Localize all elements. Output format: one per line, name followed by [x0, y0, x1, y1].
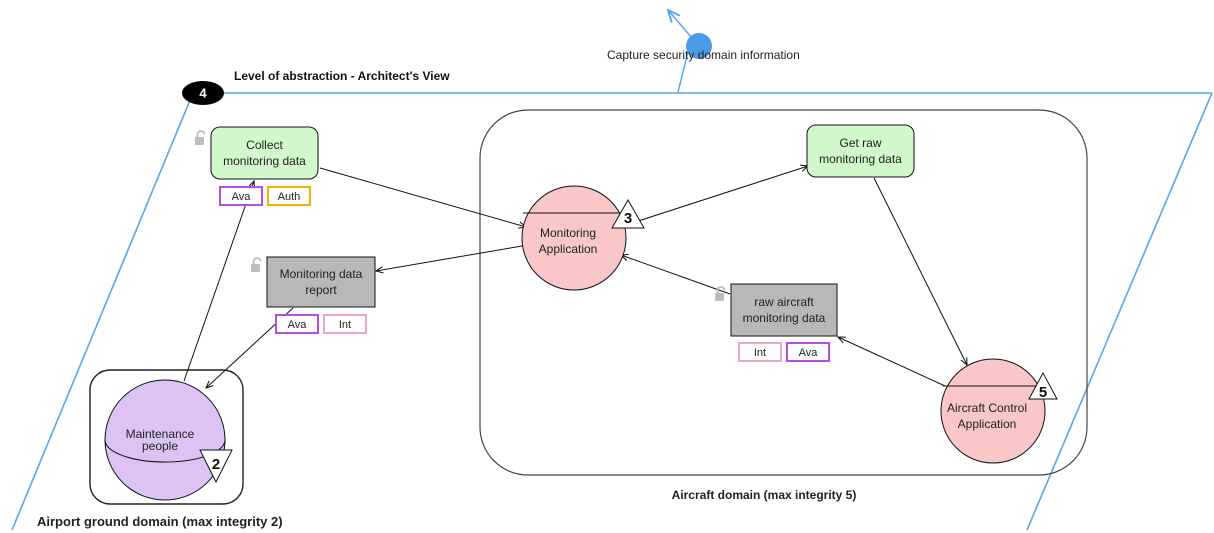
flow-rawdata-to-monitoring[interactable] [621, 255, 731, 295]
aircraft-control-line2: Application [958, 417, 1017, 431]
integrity-badge-value: 5 [1039, 384, 1047, 401]
goal-connector[interactable] [677, 51, 689, 93]
lock-icon [715, 286, 726, 301]
raw-aircraft-line2: monitoring data [743, 311, 826, 325]
collect-line1: Collect [246, 138, 283, 152]
integrity-badge-value: 2 [212, 456, 220, 473]
actor-maintenance-people[interactable]: Maintenance people [104, 379, 226, 501]
tag-ava-label: Ava [799, 347, 819, 359]
goal-arrow[interactable] [668, 10, 693, 39]
lock-icon [195, 130, 206, 145]
flow-monitoring-to-report[interactable] [376, 245, 523, 271]
app-monitoring-application[interactable]: Monitoring Application [521, 185, 627, 291]
lock-icon [251, 257, 262, 272]
level-title: Level of abstraction - Architect's View [234, 69, 450, 83]
data-monitoring-data-report[interactable]: Monitoring data report [266, 256, 376, 308]
aircraft-domain-box[interactable] [479, 109, 1088, 476]
tag-int[interactable]: Int [738, 342, 782, 362]
tag-ava-label: Ava [288, 319, 308, 331]
airport-domain-box[interactable] [89, 369, 244, 505]
goal-dot[interactable] [686, 33, 712, 59]
integrity-badge-value: 3 [624, 210, 632, 227]
level-badge [182, 81, 224, 105]
maintenance-line1: Maintenance [126, 427, 195, 441]
collect-line2: monitoring data [223, 154, 306, 168]
goal-label: Capture security domain information [607, 48, 800, 62]
abstraction-plane-right-edge [1026, 92, 1213, 531]
integrity-badge: 3 [611, 198, 645, 229]
tag-ava-label: Ava [232, 191, 252, 203]
process-collect-monitoring-data[interactable]: Collect monitoring data [210, 126, 319, 180]
app-aircraft-control-application[interactable]: Aircraft Control Application [940, 358, 1046, 464]
tag-int-label: Int [339, 319, 351, 331]
report-line1: Monitoring data [280, 267, 363, 281]
tag-ava[interactable]: Ava [219, 186, 263, 206]
flow-maintenance-to-collect[interactable] [183, 181, 254, 382]
monitoring-app-line1: Monitoring [540, 226, 596, 240]
flow-getraw-to-aircraftcontrol[interactable] [873, 177, 967, 365]
flow-aircraftcontrol-to-rawdata[interactable] [838, 337, 946, 387]
flow-collect-to-monitoring[interactable] [319, 167, 526, 227]
report-line2: report [305, 283, 337, 297]
tag-auth-label: Auth [278, 191, 301, 203]
airport-domain-label: Airport ground domain (max integrity 2) [37, 514, 283, 529]
getraw-line1: Get raw [839, 136, 881, 150]
data-raw-aircraft-monitoring-data[interactable]: raw aircraft monitoring data [730, 283, 838, 337]
aircraft-domain-label: Aircraft domain (max integrity 5) [672, 488, 857, 502]
raw-aircraft-line1: raw aircraft [754, 295, 814, 309]
integrity-badge: 5 [1028, 371, 1058, 401]
integrity-badge: 2 [199, 449, 233, 484]
monitoring-app-line2: Application [539, 242, 598, 256]
getraw-line2: monitoring data [819, 152, 902, 166]
tag-int[interactable]: Int [323, 314, 367, 334]
tag-ava[interactable]: Ava [786, 342, 830, 362]
aircraft-control-line1: Aircraft Control [947, 401, 1027, 415]
flow-monitoring-to-getraw[interactable] [625, 166, 808, 226]
level-number: 4 [199, 86, 207, 101]
tag-int-label: Int [754, 347, 766, 359]
maintenance-line2: people [142, 439, 178, 453]
tag-auth[interactable]: Auth [267, 186, 311, 206]
process-get-raw-monitoring-data[interactable]: Get raw monitoring data [806, 124, 915, 178]
tag-ava[interactable]: Ava [275, 314, 319, 334]
